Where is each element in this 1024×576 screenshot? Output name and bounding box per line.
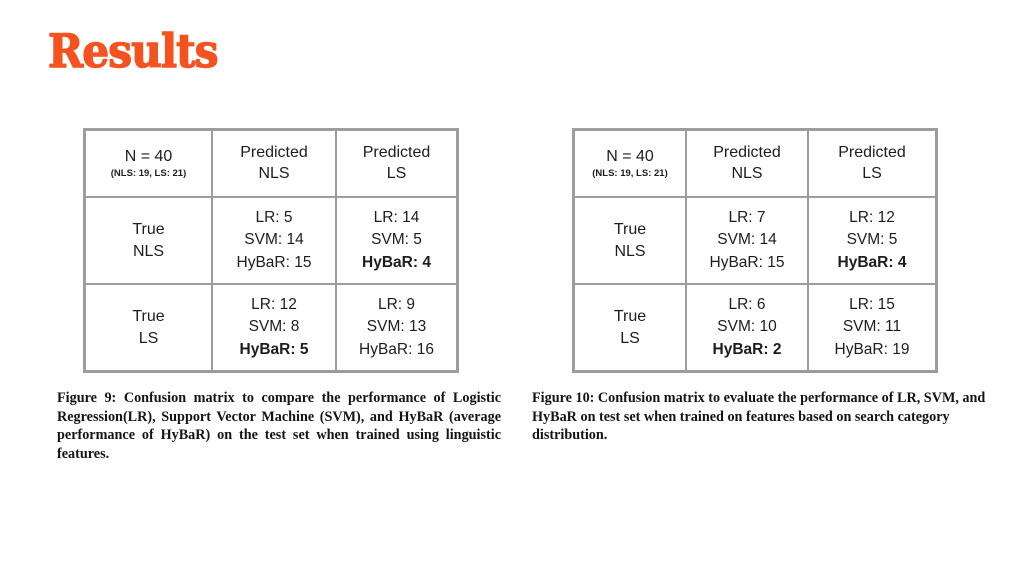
column-header-predicted-ls: Predicted LS (808, 130, 936, 197)
column-header-line2: NLS (258, 164, 290, 182)
row-header-line1: True (613, 307, 647, 325)
row-header-true-nls: True NLS (85, 197, 212, 284)
metric-hybar: HyBaR: 19 (834, 340, 910, 358)
matrix-cell-truels-predls: LR: 15 SVM: 11 HyBaR: 19 (808, 284, 936, 371)
metric-hybar: HyBaR: 4 (362, 253, 431, 271)
matrix-cell-truenls-predls: LR: 14 SVM: 5 HyBaR: 4 (336, 197, 457, 284)
row-header-true-ls: True LS (85, 284, 212, 371)
column-header-predicted-ls: Predicted LS (336, 130, 457, 197)
row-header-line1: True (132, 220, 165, 238)
column-header-line2: LS (386, 164, 407, 182)
table-row: True LS LR: 6 SVM: 10 HyBaR: 2 LR: 15 SVM: … (574, 284, 936, 371)
row-header-line1: True (613, 220, 647, 238)
metric-lr: LR: 15 (849, 295, 895, 313)
column-header-line2: NLS (731, 164, 763, 182)
matrix-cell-truels-prednls: LR: 6 SVM: 10 HyBaR: 2 (686, 284, 808, 371)
metric-lr: LR: 5 (255, 208, 293, 226)
metric-svm: SVM: 5 (846, 231, 898, 249)
matrix-cell-truenls-prednls: LR: 5 SVM: 14 HyBaR: 15 (212, 197, 336, 284)
metric-svm: SVM: 5 (371, 231, 422, 249)
table-row: True NLS LR: 7 SVM: 14 HyBaR: 15 LR: 12 SVM… (574, 197, 936, 284)
row-header-line2: LS (138, 329, 159, 347)
metric-svm: SVM: 13 (366, 318, 427, 336)
figure-10-caption: Figure 10: Confusion matrix to evaluate … (532, 390, 986, 444)
row-header-line2: NLS (132, 242, 165, 260)
metric-hybar: HyBaR: 4 (837, 253, 907, 271)
column-header-line1: Predicted (240, 144, 308, 162)
metric-svm: SVM: 8 (248, 318, 300, 336)
metric-hybar: HyBaR: 16 (359, 340, 434, 358)
figure-9-caption: Figure 9: Confusion matrix to compare th… (57, 390, 501, 463)
table-row: True NLS LR: 5 SVM: 14 HyBaR: 15 LR: 14 SVM… (85, 197, 457, 284)
metric-list: LR: 12 SVM: 8 HyBaR: 5 (213, 294, 335, 361)
metric-list: LR: 9 SVM: 13 HyBaR: 16 (337, 294, 456, 361)
total-count-label: N = 40 (124, 147, 173, 165)
page-title: Results (47, 24, 219, 78)
metric-lr: LR: 7 (728, 208, 766, 226)
table-header-row: N = 40 (NLS: 19, LS: 21) Predicted NLS P… (85, 130, 457, 197)
column-header-line2: LS (862, 164, 882, 182)
column-header-predicted-nls: Predicted NLS (212, 130, 336, 197)
metric-lr: LR: 9 (377, 295, 416, 313)
metric-list: LR: 14 SVM: 5 HyBaR: 4 (337, 207, 456, 274)
row-header-true-ls: True LS (574, 284, 686, 371)
metric-svm: SVM: 10 (717, 318, 777, 336)
metric-hybar: HyBaR: 2 (712, 340, 782, 358)
row-header-line1: True (132, 307, 165, 325)
matrix-cell-truels-prednls: LR: 12 SVM: 8 HyBaR: 5 (212, 284, 336, 371)
matrix-cell-truenls-predls: LR: 12 SVM: 5 HyBaR: 4 (808, 197, 936, 284)
corner-cell: N = 40 (NLS: 19, LS: 21) (574, 130, 686, 197)
metric-lr: LR: 12 (251, 295, 297, 313)
table-header-row: N = 40 (NLS: 19, LS: 21) Predicted NLS P… (574, 130, 936, 197)
matrix-cell-truenls-prednls: LR: 7 SVM: 14 HyBaR: 15 (686, 197, 808, 284)
metric-lr: LR: 6 (728, 295, 766, 313)
metric-hybar: HyBaR: 5 (239, 340, 309, 358)
matrix-cell-truels-predls: LR: 9 SVM: 13 HyBaR: 16 (336, 284, 457, 371)
metric-lr: LR: 14 (373, 208, 420, 226)
confusion-matrix-figure-9: N = 40 (NLS: 19, LS: 21) Predicted NLS P… (83, 128, 459, 373)
figure-10-block: N = 40 (NLS: 19, LS: 21) Predicted NLS P… (532, 128, 985, 445)
figure-9-block: N = 40 (NLS: 19, LS: 21) Predicted NLS P… (57, 128, 501, 464)
metric-list: LR: 6 SVM: 10 HyBaR: 2 (687, 294, 807, 361)
row-header-true-nls: True NLS (574, 197, 686, 284)
column-header-line1: Predicted (713, 144, 781, 162)
column-header-line1: Predicted (362, 144, 431, 162)
row-header-line2: LS (620, 329, 640, 347)
metric-list: LR: 5 SVM: 14 HyBaR: 15 (213, 207, 335, 274)
metric-list: LR: 15 SVM: 11 HyBaR: 19 (809, 294, 935, 361)
class-breakdown-label: (NLS: 19, LS: 21) (592, 168, 668, 180)
row-header-line2: NLS (614, 242, 646, 260)
metric-svm: SVM: 14 (717, 231, 777, 249)
total-count-label: N = 40 (606, 147, 654, 165)
column-header-predicted-nls: Predicted NLS (686, 130, 808, 197)
metric-svm: SVM: 11 (842, 318, 902, 336)
corner-cell: N = 40 (NLS: 19, LS: 21) (85, 130, 212, 197)
metric-hybar: HyBaR: 15 (236, 253, 312, 271)
metric-hybar: HyBaR: 15 (709, 253, 785, 271)
metric-list: LR: 7 SVM: 14 HyBaR: 15 (687, 207, 807, 274)
metric-list: LR: 12 SVM: 5 HyBaR: 4 (809, 207, 935, 274)
metric-lr: LR: 12 (849, 208, 895, 226)
column-header-line1: Predicted (838, 144, 906, 162)
metric-svm: SVM: 14 (244, 231, 304, 249)
table-row: True LS LR: 12 SVM: 8 HyBaR: 5 LR: 9 SVM: 1… (85, 284, 457, 371)
class-breakdown-label: (NLS: 19, LS: 21) (110, 168, 187, 180)
confusion-matrix-figure-10: N = 40 (NLS: 19, LS: 21) Predicted NLS P… (572, 128, 938, 373)
